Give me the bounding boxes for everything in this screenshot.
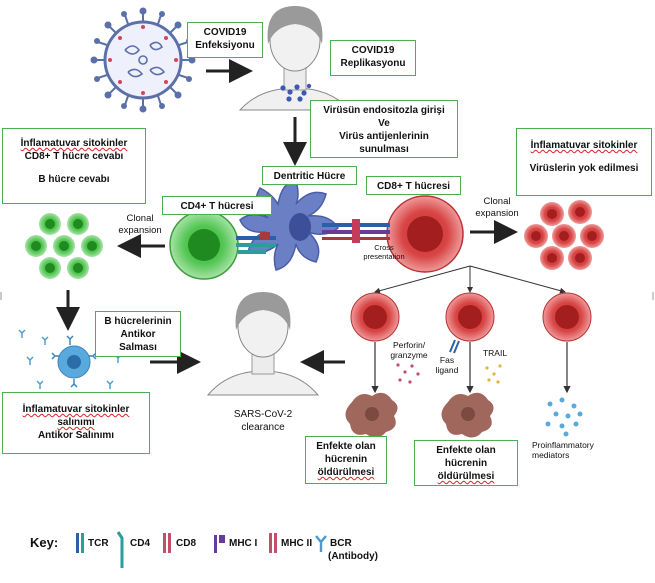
kill1-line2: hücrenin [324,454,368,465]
kill1-line1: Enfekte olan [316,441,376,452]
label-clonal-left: Clonal expansion [110,213,170,237]
label-clonal-right: Clonal expansion [466,196,528,220]
effector-arrows [371,342,571,394]
box-endocytosis: Virüsün endositozla girişi Ve Virüs anti… [310,100,458,158]
left-bottom-line2: salınımı [57,417,95,428]
fas-line1: Fas [439,355,455,365]
cd8-receptor-icon [322,219,390,243]
endocytosis-line3: Virüs antijenlerinin [339,131,429,142]
key-label-bcr: BCR [330,538,352,549]
perforin-granzyme-dots [396,363,420,384]
branch-lines [374,265,566,294]
infection-line2: Enfeksiyonu [195,40,255,51]
effector-cells [350,292,592,342]
key-label-antibody: (Antibody) [328,551,378,562]
kill2-line2: hücrenin [444,458,488,469]
key-mhc1-icon [214,535,225,553]
cd8-label: CD8+ T hücresi [376,181,451,192]
cd4-receptor-icon [236,232,276,254]
key-label-mhc2: MHC II [281,538,313,549]
label-cross-presentation: Cross presentation [354,243,414,261]
kill1-line3: öldürülmesi [317,467,375,478]
b-cells-line1: B hücrelerinin [104,316,172,327]
b-cells-line3: Salması [119,342,157,353]
person-top-icon [238,6,352,111]
cross-line1: Cross [374,243,394,252]
replication-line2: Replikasyonu [340,58,406,69]
right-top-line2: Virüslerin yok edilmesi [529,163,639,174]
b-cell-icon [51,335,97,388]
cross-line2: presentation [363,252,405,261]
key-title: Key: [30,535,59,550]
proinflammatory-line1: Proinflammatory [532,440,594,450]
box-right-top: İnflamatuvar sitokinler Virüslerin yok e… [516,128,652,196]
key-label-cd4: CD4 [130,538,151,549]
endocytosis-line1: Virüsün endositozla girişi [323,105,445,116]
label-perforin: Perforin/ granzyme [384,340,434,360]
clonal-left-line1: Clonal [126,213,154,224]
clonal-right-line1: Clonal [483,196,511,207]
b-cells-line2: Antikor [120,329,156,340]
box-dendritic: Dentritic Hücre [262,166,357,185]
dendritic-label: Dentritic Hücre [273,171,346,182]
kill2-line3: öldürülmesi [437,471,495,482]
kill2-line1: Enfekte olan [436,445,496,456]
key-label-tcr: TCR [88,538,109,549]
box-left-bottom: İnflamatuvar sitokinler salınımı Antikor… [2,392,150,454]
box-replication: COVID19 Replikasyonu [330,40,416,76]
key-cd4-icon [116,531,124,568]
perforin-line1: Perforin/ [392,340,426,350]
cd4-clone-cluster [25,213,103,279]
infection-line1: COVID19 [203,27,247,38]
person-bottom-icon [206,292,320,396]
key-label-mhc1: MHC I [229,538,258,549]
right-top-line1: İnflamatuvar sitokinler [530,140,638,151]
box-kill-2: Enfekte olan hücrenin öldürülmesi [414,440,518,486]
cd4-label: CD4+ T hücresi [180,201,254,212]
box-cd8: CD8+ T hücresi [366,176,461,195]
clonal-right-line2: expansion [475,208,519,219]
key-cd8-icon [163,533,171,553]
fas-line2: ligand [435,365,459,375]
virus-icon [90,7,196,113]
label-trail: TRAIL [482,348,508,358]
cd4-t-cell-icon [169,210,239,280]
label-fas-ligand: Fas ligand [432,355,462,375]
dead-cell-icon-2 [441,392,494,438]
key-label-cd8: CD8 [176,538,197,549]
cd8-t-cell-icon [386,195,464,273]
label-clearance: SARS-CoV-2 clearance [220,408,306,434]
key-tcr-icon [76,533,84,553]
box-left-top: İnflamatuvar sitokinler CD8+ T hücre cev… [2,128,146,204]
perforin-line2: granzyme [390,350,428,360]
box-b-cells: B hücrelerinin Antikor Salması [95,311,181,357]
mediator-dots [545,397,583,437]
box-cd4: CD4+ T hücresi [162,196,272,215]
left-bottom-line3: Antikor Salınımı [37,430,115,441]
clearance-line1: SARS-CoV-2 [233,409,293,420]
box-kill-1: Enfekte olan hücrenin öldürülmesi [305,436,387,484]
label-proinflammatory: Proinflammatory mediators [532,440,612,460]
left-top-line1: İnflamatuvar sitokinler [20,138,128,149]
endocytosis-line2: Ve [378,118,390,129]
replication-line1: COVID19 [351,45,395,56]
left-bottom-line1: İnflamatuvar sitokinler [22,404,130,415]
key-bcr-icon [315,535,327,552]
key-mhc2-icon [269,533,277,553]
proinflammatory-line2: mediators [532,450,570,460]
endocytosis-line4: sunulması [359,144,409,155]
cd8-clone-cluster [524,200,604,270]
box-infection: COVID19 Enfeksiyonu [187,22,263,58]
fas-ligand-icon [449,339,460,354]
left-top-line3: B hücre cevabı [38,174,110,185]
clearance-line2: clearance [241,422,285,433]
dead-cell-icon-1 [345,392,398,438]
left-top-line2: CD8+ T hücre cevabı [24,151,124,162]
trail-dots [485,364,502,384]
clonal-left-line2: expansion [118,225,162,236]
